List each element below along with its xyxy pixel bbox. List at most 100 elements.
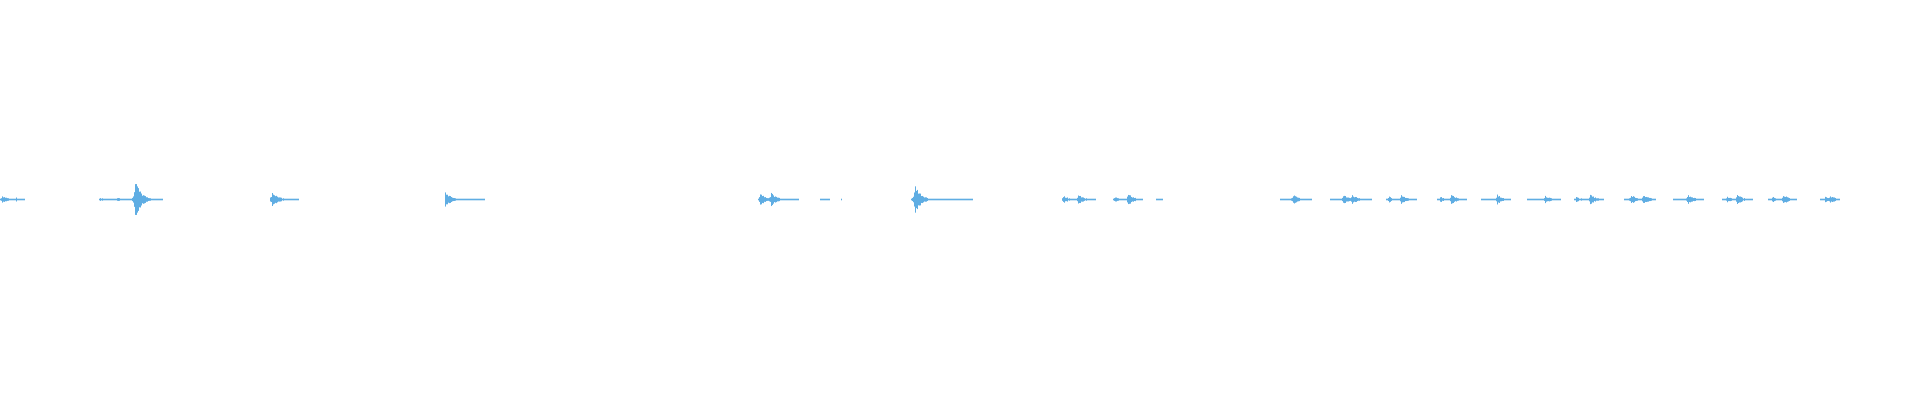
waveform-bar bbox=[916, 190, 917, 209]
waveform-bar bbox=[763, 195, 764, 204]
waveform-bar bbox=[914, 192, 915, 207]
waveform-bar bbox=[1083, 197, 1084, 202]
waveform-bar bbox=[1292, 197, 1293, 202]
waveform-bar bbox=[148, 198, 149, 201]
waveform-bar bbox=[1402, 196, 1403, 203]
waveform-bar bbox=[1351, 197, 1352, 202]
waveform-bar bbox=[1547, 197, 1548, 202]
waveform-bar bbox=[779, 197, 780, 202]
waveform-bar bbox=[138, 188, 139, 211]
waveform-bar bbox=[1635, 197, 1636, 202]
waveform-bar bbox=[1067, 197, 1068, 202]
waveform-bar bbox=[770, 197, 771, 202]
waveform-bar bbox=[1597, 198, 1598, 201]
waveform-bar bbox=[1590, 194, 1591, 205]
waveform-bar bbox=[452, 197, 453, 202]
waveform-bar bbox=[774, 196, 775, 203]
waveform-bar bbox=[1741, 196, 1742, 203]
waveform-bar bbox=[1080, 195, 1081, 204]
waveform-bar bbox=[276, 195, 277, 204]
waveform-bar bbox=[3, 197, 4, 202]
waveform-segment bbox=[270, 192, 299, 207]
waveform-bar bbox=[1499, 196, 1500, 203]
waveform-bar bbox=[1742, 197, 1743, 202]
waveform-bar bbox=[778, 197, 779, 202]
waveform-bar bbox=[144, 195, 145, 204]
waveform-bar bbox=[772, 193, 773, 206]
waveform-bar bbox=[1578, 197, 1579, 202]
waveform-bar bbox=[1744, 198, 1745, 201]
waveform-bar bbox=[1594, 197, 1595, 202]
waveform-bar bbox=[927, 198, 928, 201]
waveform-bar bbox=[146, 197, 147, 202]
waveform-bar bbox=[1405, 197, 1406, 202]
waveform-segment bbox=[1527, 195, 1561, 204]
waveform-segment bbox=[1386, 195, 1417, 204]
waveform-bar bbox=[150, 198, 151, 201]
waveform-bar bbox=[921, 196, 922, 203]
waveform-bar bbox=[278, 197, 279, 202]
waveform-bar bbox=[1117, 198, 1118, 201]
waveform-bar bbox=[1637, 198, 1638, 201]
waveform-bar bbox=[1299, 197, 1300, 202]
waveform-bar bbox=[1400, 197, 1401, 202]
waveform-bar bbox=[1401, 195, 1402, 204]
waveform-bar bbox=[1738, 195, 1739, 204]
waveform-segment bbox=[1062, 195, 1096, 204]
waveform-bar bbox=[1831, 197, 1832, 202]
waveform-bar bbox=[922, 195, 923, 204]
waveform-bar bbox=[1826, 197, 1827, 202]
waveform-bar bbox=[1548, 197, 1549, 202]
waveform-bar bbox=[449, 195, 450, 204]
waveform-bar bbox=[1598, 198, 1599, 201]
waveform-bar bbox=[1731, 198, 1732, 201]
waveform-bar bbox=[1456, 197, 1457, 202]
waveform-bar bbox=[454, 198, 455, 201]
waveform-bar bbox=[451, 197, 452, 202]
waveform-bar bbox=[1497, 194, 1498, 205]
waveform-bar bbox=[1349, 197, 1350, 202]
waveform-bar bbox=[1297, 197, 1298, 202]
waveform-segment bbox=[911, 186, 973, 213]
waveform-segment bbox=[0, 196, 25, 203]
waveform-bar bbox=[923, 196, 924, 203]
waveform-bar bbox=[1689, 196, 1690, 203]
waveform-bar bbox=[100, 198, 101, 201]
waveform-bar bbox=[1500, 197, 1501, 202]
waveform-bar bbox=[1549, 197, 1550, 202]
waveform-bar bbox=[1496, 197, 1497, 202]
waveform-bar bbox=[1730, 197, 1731, 202]
waveform-bar bbox=[759, 197, 760, 202]
waveform-bar bbox=[762, 196, 763, 203]
waveform-bar bbox=[279, 197, 280, 202]
waveform-bar bbox=[1642, 197, 1643, 202]
waveform-bar bbox=[1346, 197, 1347, 202]
waveform-bar bbox=[1115, 197, 1116, 202]
waveform-bar bbox=[1550, 197, 1551, 202]
waveform-bar bbox=[1576, 197, 1577, 202]
waveform-bar bbox=[8, 198, 9, 201]
waveform-bar bbox=[1298, 197, 1299, 202]
waveform-bar bbox=[1501, 197, 1502, 202]
waveform-bar bbox=[1645, 197, 1646, 202]
waveform-bar bbox=[1692, 197, 1693, 202]
waveform-bar bbox=[1389, 196, 1390, 203]
waveform-segment bbox=[1156, 198, 1163, 201]
waveform-bar bbox=[1788, 197, 1789, 202]
waveform-bar bbox=[1593, 196, 1594, 203]
waveform-baseline bbox=[820, 198, 830, 201]
waveform-bar bbox=[1650, 197, 1651, 202]
waveform-bar bbox=[145, 196, 146, 203]
waveform-bar bbox=[1591, 195, 1592, 204]
waveform-bar bbox=[1062, 198, 1063, 201]
waveform-bar bbox=[1632, 196, 1633, 203]
waveform-bar bbox=[919, 193, 920, 206]
waveform-bar bbox=[16, 197, 17, 202]
waveform-bar bbox=[1065, 197, 1066, 202]
waveform-bar bbox=[1347, 197, 1348, 202]
waveform-bar bbox=[1544, 198, 1545, 201]
waveform-bar bbox=[920, 193, 921, 206]
waveform-bar bbox=[777, 197, 778, 202]
waveform-bar bbox=[450, 196, 451, 203]
